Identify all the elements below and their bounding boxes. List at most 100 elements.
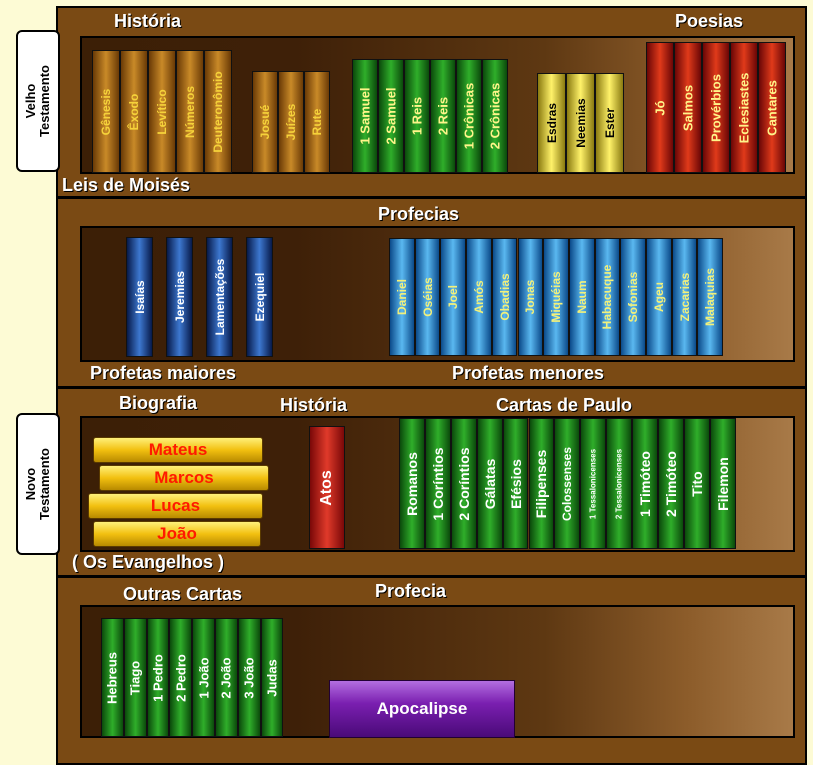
shelf-divider	[56, 386, 807, 389]
book-label: Lucas	[150, 496, 201, 515]
book-label: 1 Pedro	[150, 653, 166, 702]
book-proverbios[interactable]: Provérbios	[702, 42, 730, 173]
book-label: Efésios	[507, 458, 524, 509]
book-hebreus[interactable]: Hebreus	[101, 618, 124, 737]
book-1-reis[interactable]: 1 Reis	[404, 59, 430, 173]
book-2-corintios[interactable]: 2 Coríntios	[450, 418, 477, 549]
book-ester[interactable]: Ester	[595, 73, 624, 173]
book-1-joao[interactable]: 1 João	[192, 618, 215, 737]
book-oseias[interactable]: Oséias	[414, 238, 441, 356]
book-2-pedro[interactable]: 2 Pedro	[169, 618, 193, 737]
book-label: Juízes	[284, 103, 298, 141]
book-mateus[interactable]: Mateus	[93, 437, 263, 463]
book-habacuque[interactable]: Habacuque	[594, 238, 621, 356]
book-1-samuel[interactable]: 1 Samuel	[352, 59, 378, 173]
book-esdras[interactable]: Esdras	[537, 73, 566, 173]
book-jo[interactable]: Jó	[646, 42, 674, 173]
book-label: Filipenses	[533, 449, 550, 518]
book-1-tessalonicenses[interactable]: 1 Tessalonicenses	[580, 418, 607, 549]
book-obadias[interactable]: Obadias	[491, 238, 518, 356]
book-josue[interactable]: Josué	[252, 71, 278, 173]
book-tiago[interactable]: Tiago	[123, 618, 147, 737]
book-3-joao[interactable]: 3 João	[237, 618, 261, 737]
book-isaias[interactable]: Isaías	[126, 237, 153, 357]
section-minor-prophets: Profetas menores	[452, 363, 605, 383]
book-ezequiel[interactable]: Ezequiel	[246, 237, 273, 357]
book-label: 1 Crônicas	[461, 82, 477, 150]
book-amos[interactable]: Amós	[466, 238, 492, 356]
book-judas[interactable]: Judas	[260, 618, 284, 737]
book-label: Ezequiel	[252, 272, 267, 322]
book-joao[interactable]: João	[93, 521, 261, 547]
book-label: Salmos	[680, 84, 696, 131]
book-filemon[interactable]: Filemon	[709, 418, 736, 549]
book-jonas[interactable]: Jonas	[517, 238, 544, 356]
book-label: 3 João	[241, 656, 257, 699]
shelf-divider	[56, 575, 807, 578]
book-2-cronicas[interactable]: 2 Crônicas	[482, 59, 508, 173]
book-2-tessalonicenses[interactable]: 2 Tessalonicenses	[606, 418, 633, 549]
book-1-timoteo[interactable]: 1 Timóteo	[632, 418, 658, 549]
book-zacarias[interactable]: Zacarias	[671, 238, 698, 356]
book-lucas[interactable]: Lucas	[88, 493, 263, 519]
book-colossenses[interactable]: Colossenses	[554, 418, 581, 549]
book-label: Judas	[264, 658, 280, 697]
book-joel[interactable]: Joel	[440, 238, 467, 356]
book-2-samuel[interactable]: 2 Samuel	[378, 59, 404, 173]
book-jeremias[interactable]: Jeremias	[166, 237, 193, 357]
book-efesios[interactable]: Efésios	[502, 418, 529, 549]
book-numeros[interactable]: Números	[176, 50, 204, 173]
section-ot-history: História	[114, 11, 182, 31]
book-label: Mateus	[148, 440, 208, 459]
book-label: 2 Reis	[435, 96, 451, 136]
section-major-prophets: Profetas maiores	[90, 363, 237, 383]
book-naum[interactable]: Naum	[568, 238, 595, 356]
book-sofonias[interactable]: Sofonias	[620, 238, 646, 356]
book-eclesiastes[interactable]: Eclesiastes	[730, 42, 758, 173]
book-2-reis[interactable]: 2 Reis	[430, 59, 456, 173]
book-label: João	[157, 524, 197, 543]
book-neemias[interactable]: Neemias	[566, 73, 595, 173]
book-tito[interactable]: Tito	[683, 418, 710, 549]
book-galatas[interactable]: Gálatas	[476, 418, 503, 549]
book-levitico[interactable]: Levítico	[148, 50, 176, 173]
book-cantares[interactable]: Cantares	[758, 42, 786, 173]
section-moses: Leis de Moisés	[62, 175, 191, 195]
book-label: Amós	[471, 280, 486, 314]
book-label: Obadias	[497, 273, 512, 321]
book-miqueias[interactable]: Miquéias	[543, 238, 569, 356]
book-label: Isaías	[132, 280, 147, 314]
book-label: Levítico	[155, 88, 169, 135]
book-atos[interactable]: Atos	[309, 426, 345, 549]
book-malaquias[interactable]: Malaquias	[697, 238, 724, 356]
book-romanos[interactable]: Romanos	[399, 418, 425, 549]
book-1-corintios[interactable]: 1 Coríntios	[424, 418, 451, 549]
book-1-pedro[interactable]: 1 Pedro	[146, 618, 170, 737]
book-deuteronomio[interactable]: Deuteronômio	[204, 50, 232, 173]
book-2-joao[interactable]: 2 João	[215, 618, 238, 737]
book-genesis[interactable]: Gênesis	[92, 50, 120, 173]
book-label: Tiago	[127, 660, 143, 695]
book-rute[interactable]: Rute	[304, 71, 330, 173]
book-lamentacoes[interactable]: Lamentações	[206, 237, 233, 357]
book-marcos[interactable]: Marcos	[99, 465, 269, 491]
book-salmos[interactable]: Salmos	[674, 42, 702, 173]
book-label: 1 Samuel	[357, 87, 373, 145]
book-filipenses[interactable]: Filipenses	[528, 418, 555, 549]
book-exodo[interactable]: Êxodo	[120, 50, 148, 173]
book-label: Atos	[318, 469, 335, 506]
book-label: Naum	[574, 280, 589, 314]
book-juizes[interactable]: Juízes	[278, 71, 304, 173]
book-label: 1 Tessalonicenses	[588, 448, 598, 519]
book-label: 2 Coríntios	[455, 446, 472, 521]
book-daniel[interactable]: Daniel	[389, 238, 415, 356]
book-ageu[interactable]: Ageu	[646, 238, 672, 356]
book-1-cronicas[interactable]: 1 Crônicas	[456, 59, 482, 173]
book-label: Habacuque	[600, 264, 615, 330]
book-2-timoteo[interactable]: 2 Timóteo	[658, 418, 684, 549]
book-apocalipse[interactable]: Apocalipse	[329, 680, 515, 738]
shelf-divider	[56, 196, 807, 199]
book-label: Daniel	[394, 278, 409, 316]
